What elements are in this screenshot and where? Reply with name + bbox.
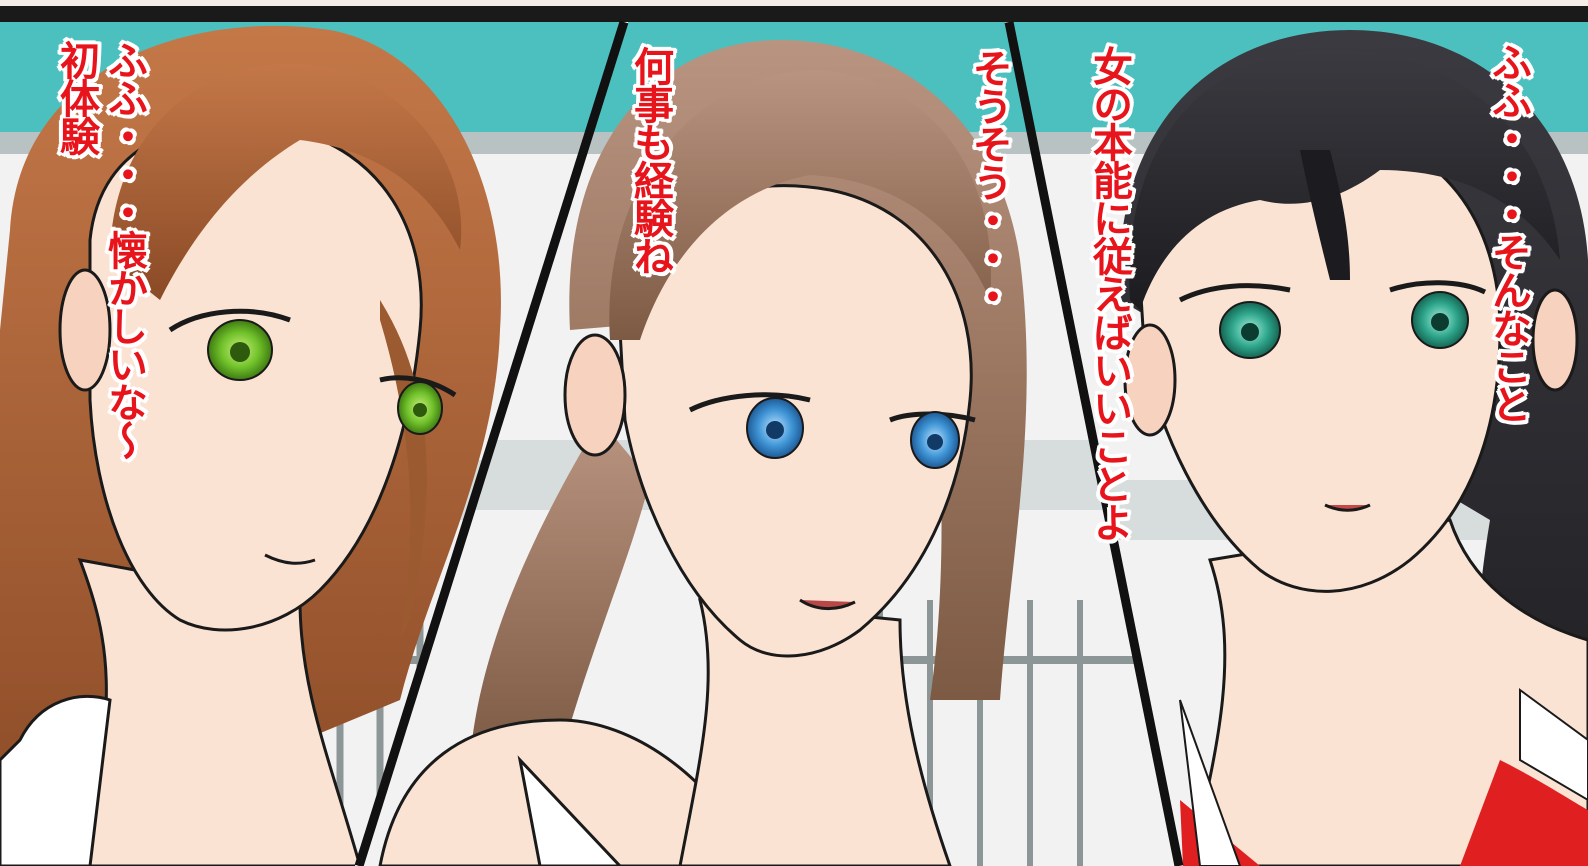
- panel-divider-2: [1004, 21, 1184, 866]
- panel-1-speech: ふふ・・・懐かしいな〜 初体験: [52, 40, 148, 600]
- panel-2-speech-b: そうそう・・・: [965, 48, 1013, 348]
- panel-3-speech-b: ふふ・・・そんなこと: [1484, 42, 1532, 462]
- panel-2-speech-a: 何事も経験ね: [626, 46, 674, 446]
- panel-1-speech-line-2: 初体験: [53, 40, 99, 154]
- panel-3-speech-line-2: ふふ・・・そんなこと: [1485, 42, 1531, 422]
- panel-3-speech-line-1: 女の本能に従えばいいことよ: [1086, 46, 1132, 540]
- panel-3: [1013, 22, 1588, 866]
- panel-2-speech-line-2: そうそう・・・: [966, 48, 1012, 314]
- panel-2-speech-line-1: 何事も経験ね: [627, 46, 673, 274]
- panel-divider-1: [354, 20, 629, 866]
- panel-3-speech-a: 女の本能に従えばいいことよ: [1085, 46, 1133, 686]
- panel-1-speech-line-1: ふふ・・・懐かしいな〜: [101, 40, 147, 458]
